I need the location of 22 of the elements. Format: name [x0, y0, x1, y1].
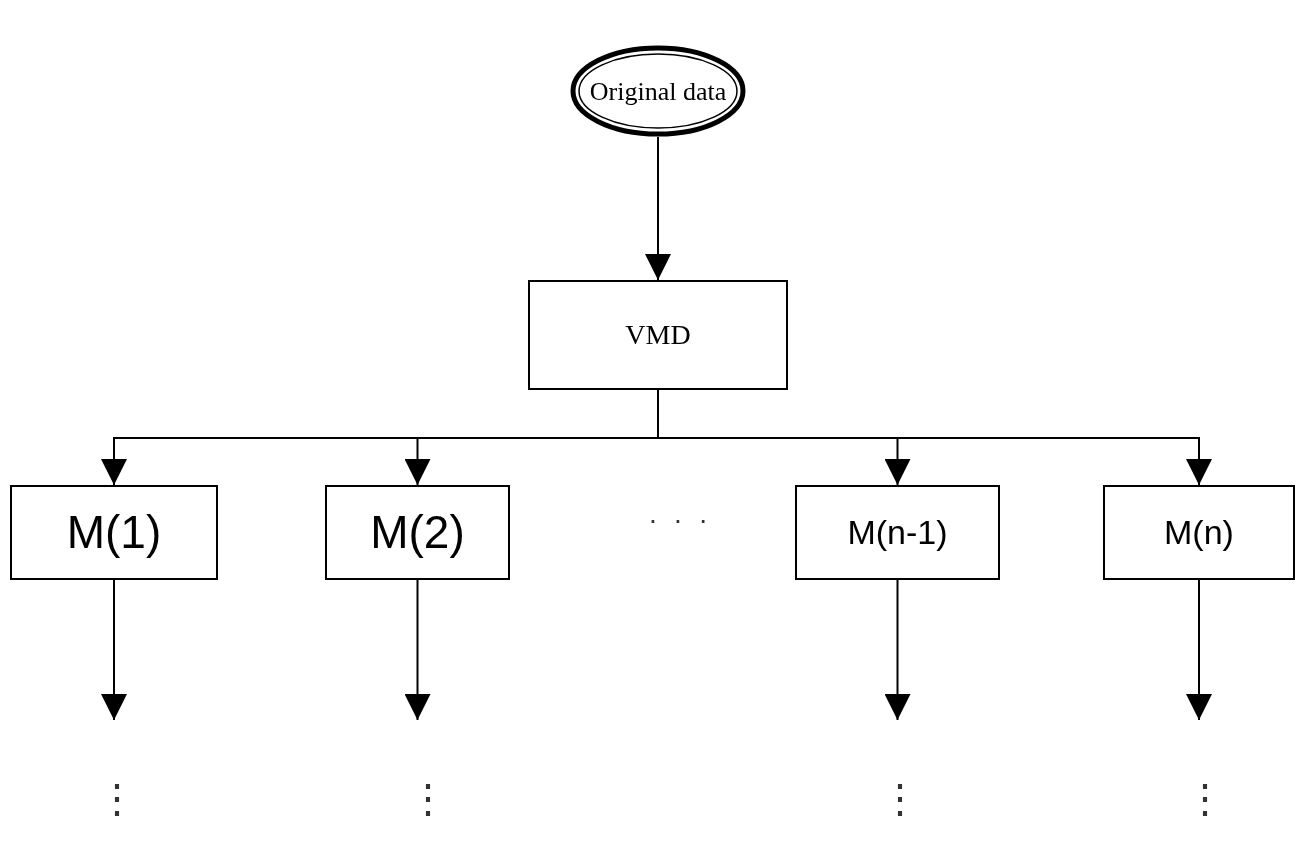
ellipsis: · · · — [647, 503, 713, 537]
node-label: M(n) — [1164, 512, 1234, 553]
process-box — [528, 280, 788, 390]
data-ellipse — [570, 45, 746, 137]
arrow — [404, 579, 431, 721]
node-label: Original data — [589, 75, 727, 108]
process-box — [325, 485, 510, 580]
arrow — [645, 136, 671, 281]
arrow — [884, 579, 911, 721]
node-label: M(1) — [66, 505, 162, 560]
vertical-ellipsis: ⋮ — [413, 774, 443, 822]
node-label: M(n-1) — [847, 512, 948, 553]
process-box — [1103, 485, 1295, 580]
process-box — [795, 485, 1000, 580]
node-label: VMD — [625, 318, 691, 352]
process-box — [10, 485, 218, 580]
vertical-ellipsis: ⋮ — [102, 774, 132, 822]
arrow — [1186, 579, 1212, 721]
arrow — [101, 579, 127, 721]
node-label: M(2) — [370, 505, 465, 560]
vertical-ellipsis: ⋮ — [885, 774, 915, 822]
vertical-ellipsis: ⋮ — [1190, 774, 1220, 822]
